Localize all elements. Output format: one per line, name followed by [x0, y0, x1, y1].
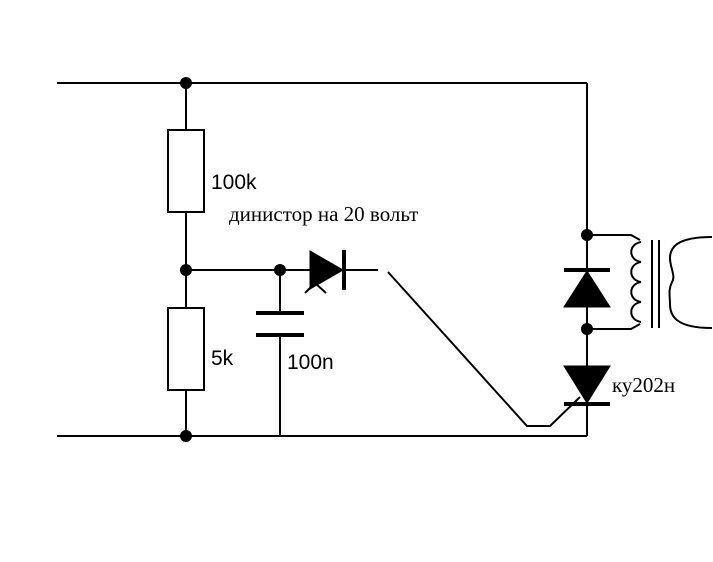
gate-wire [387, 271, 581, 427]
node-bottom [180, 430, 192, 442]
r1-label: 100k [211, 171, 257, 194]
node-transformer-bottom [581, 323, 593, 335]
transformer [587, 234, 713, 330]
junction-nodes [180, 77, 593, 442]
node-cap-top [274, 264, 286, 276]
node-top [180, 77, 192, 89]
dinistor-label: динистор на 20 вольт [229, 202, 418, 226]
capacitor-label: 100n [287, 351, 334, 374]
top-rail [57, 82, 588, 235]
node-mid [180, 264, 192, 276]
resistor-100k [167, 83, 205, 308]
thyristor-label: ку202н [612, 373, 675, 397]
resistor-5k [167, 307, 205, 436]
dinistor [304, 250, 378, 294]
right-branch [563, 235, 611, 436]
node-transformer-top [581, 229, 593, 241]
r2-label: 5k [211, 347, 234, 370]
capacitor-100n [256, 270, 304, 436]
